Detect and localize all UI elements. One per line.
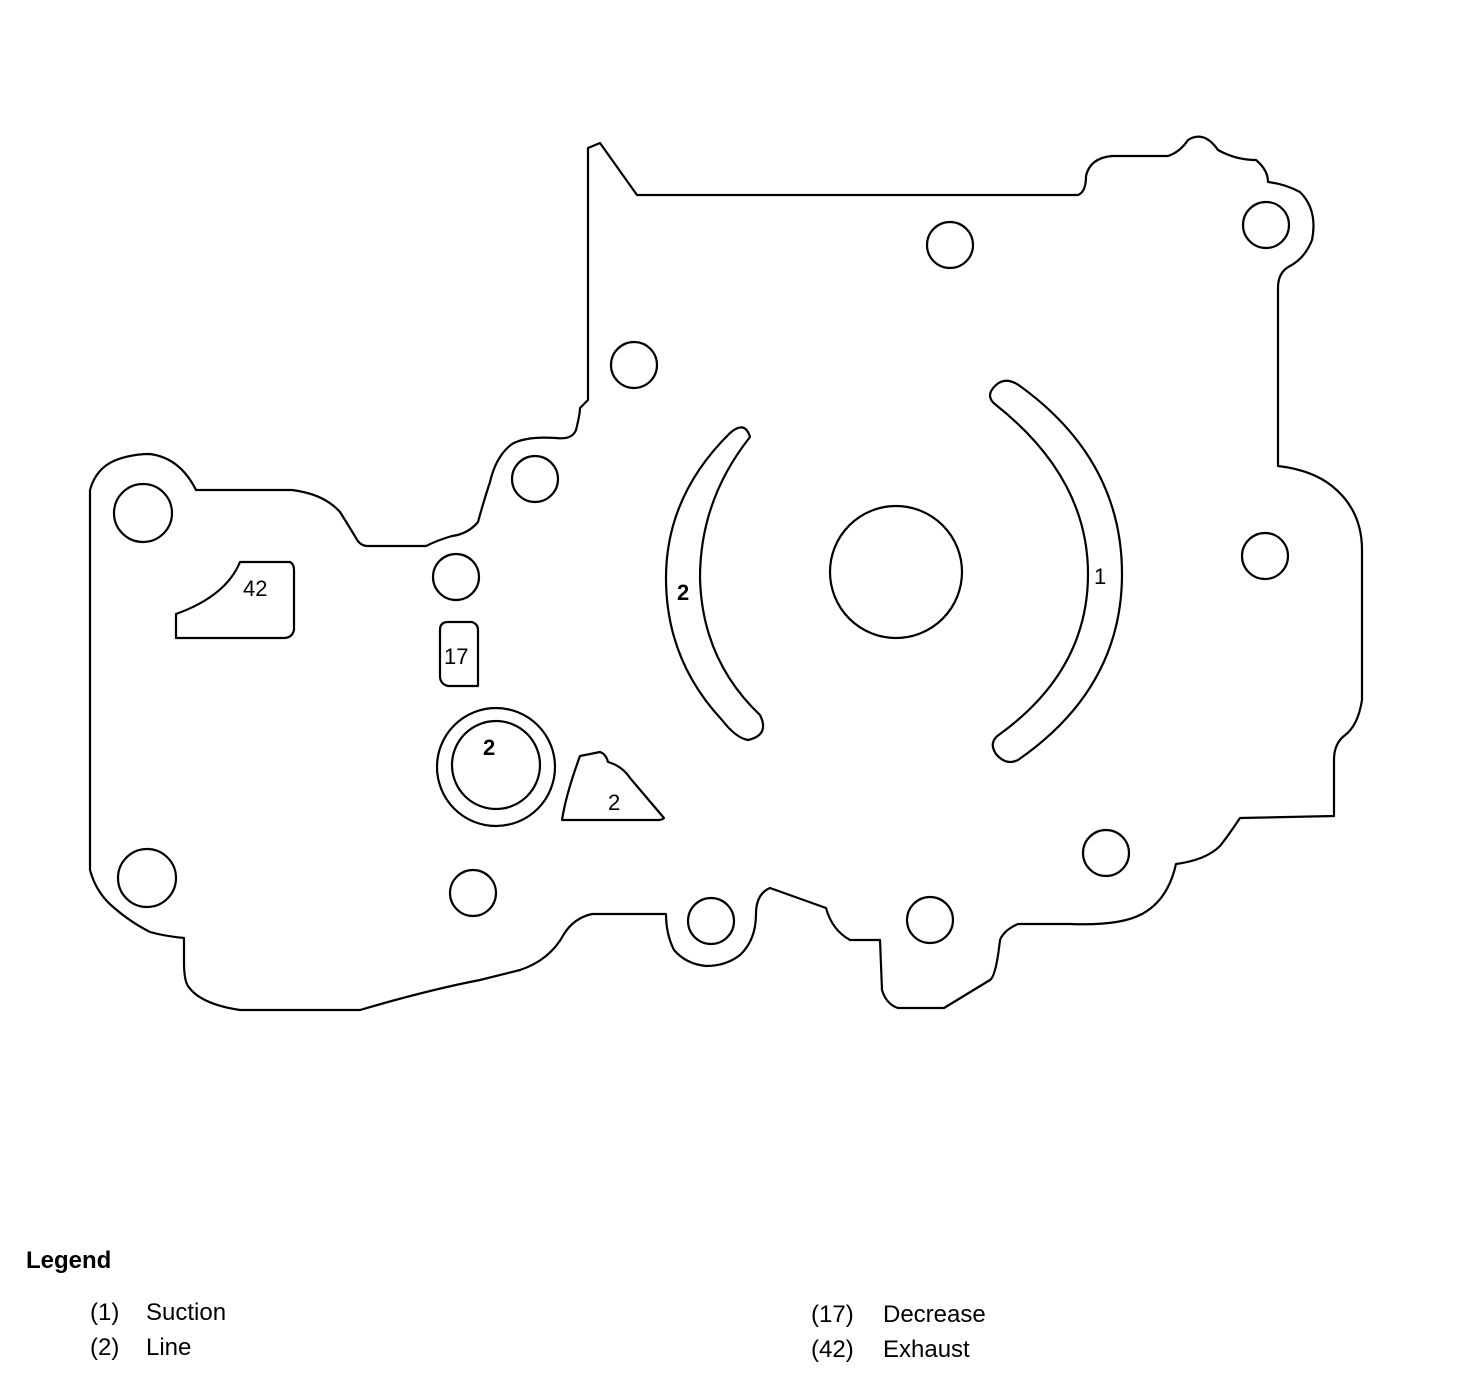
- bolt-hole: [609, 340, 659, 390]
- bolt-hole: [431, 552, 481, 602]
- legend-text: Suction: [146, 1299, 227, 1326]
- bolt-hole: [905, 895, 955, 945]
- bolt-hole: [1240, 531, 1290, 581]
- bolt-hole: [925, 220, 975, 270]
- label-port-17: 17: [444, 644, 468, 669]
- port-17-decrease: [438, 620, 480, 688]
- legend-entry-decrease: (17) Decrease: [811, 1301, 986, 1329]
- right-crescent-slot: [988, 379, 1124, 764]
- line-port-ring-outer: [435, 706, 557, 828]
- legend-number: (17): [811, 1301, 854, 1328]
- center-bore: [828, 504, 964, 640]
- line-port-ring-inner: [450, 719, 542, 811]
- bolt-hole: [116, 847, 178, 909]
- label-left-slot: 2: [677, 580, 689, 605]
- bolt-hole: [448, 868, 498, 918]
- label-right-slot: 1: [1094, 564, 1106, 589]
- label-triangle-port: 2: [608, 790, 620, 815]
- label-ring-port: 2: [483, 735, 495, 760]
- bolt-hole: [1081, 828, 1131, 878]
- legend-text: Decrease: [883, 1301, 986, 1328]
- left-crescent-slot: [664, 426, 765, 742]
- bolt-hole: [1241, 200, 1291, 250]
- legend-entry-line: (2) Line: [90, 1334, 191, 1362]
- bolt-hole: [510, 454, 560, 504]
- legend-title: Legend: [26, 1247, 112, 1274]
- plate-outline: [88, 135, 1364, 1012]
- legend-entry-exhaust: (42) Exhaust: [811, 1336, 970, 1364]
- line-port-triangle: [560, 750, 666, 822]
- legend-number: (42): [811, 1336, 854, 1363]
- legend-number: (1): [90, 1299, 120, 1326]
- bolt-hole: [112, 482, 174, 544]
- legend-text: Exhaust: [883, 1336, 970, 1363]
- legend-number: (2): [90, 1334, 120, 1361]
- bolt-hole: [686, 896, 736, 946]
- legend-text: Line: [146, 1334, 192, 1361]
- legend-entry-suction: (1) Suction: [90, 1299, 226, 1327]
- label-port-42: 42: [243, 576, 267, 601]
- port-42-exhaust: [174, 560, 296, 640]
